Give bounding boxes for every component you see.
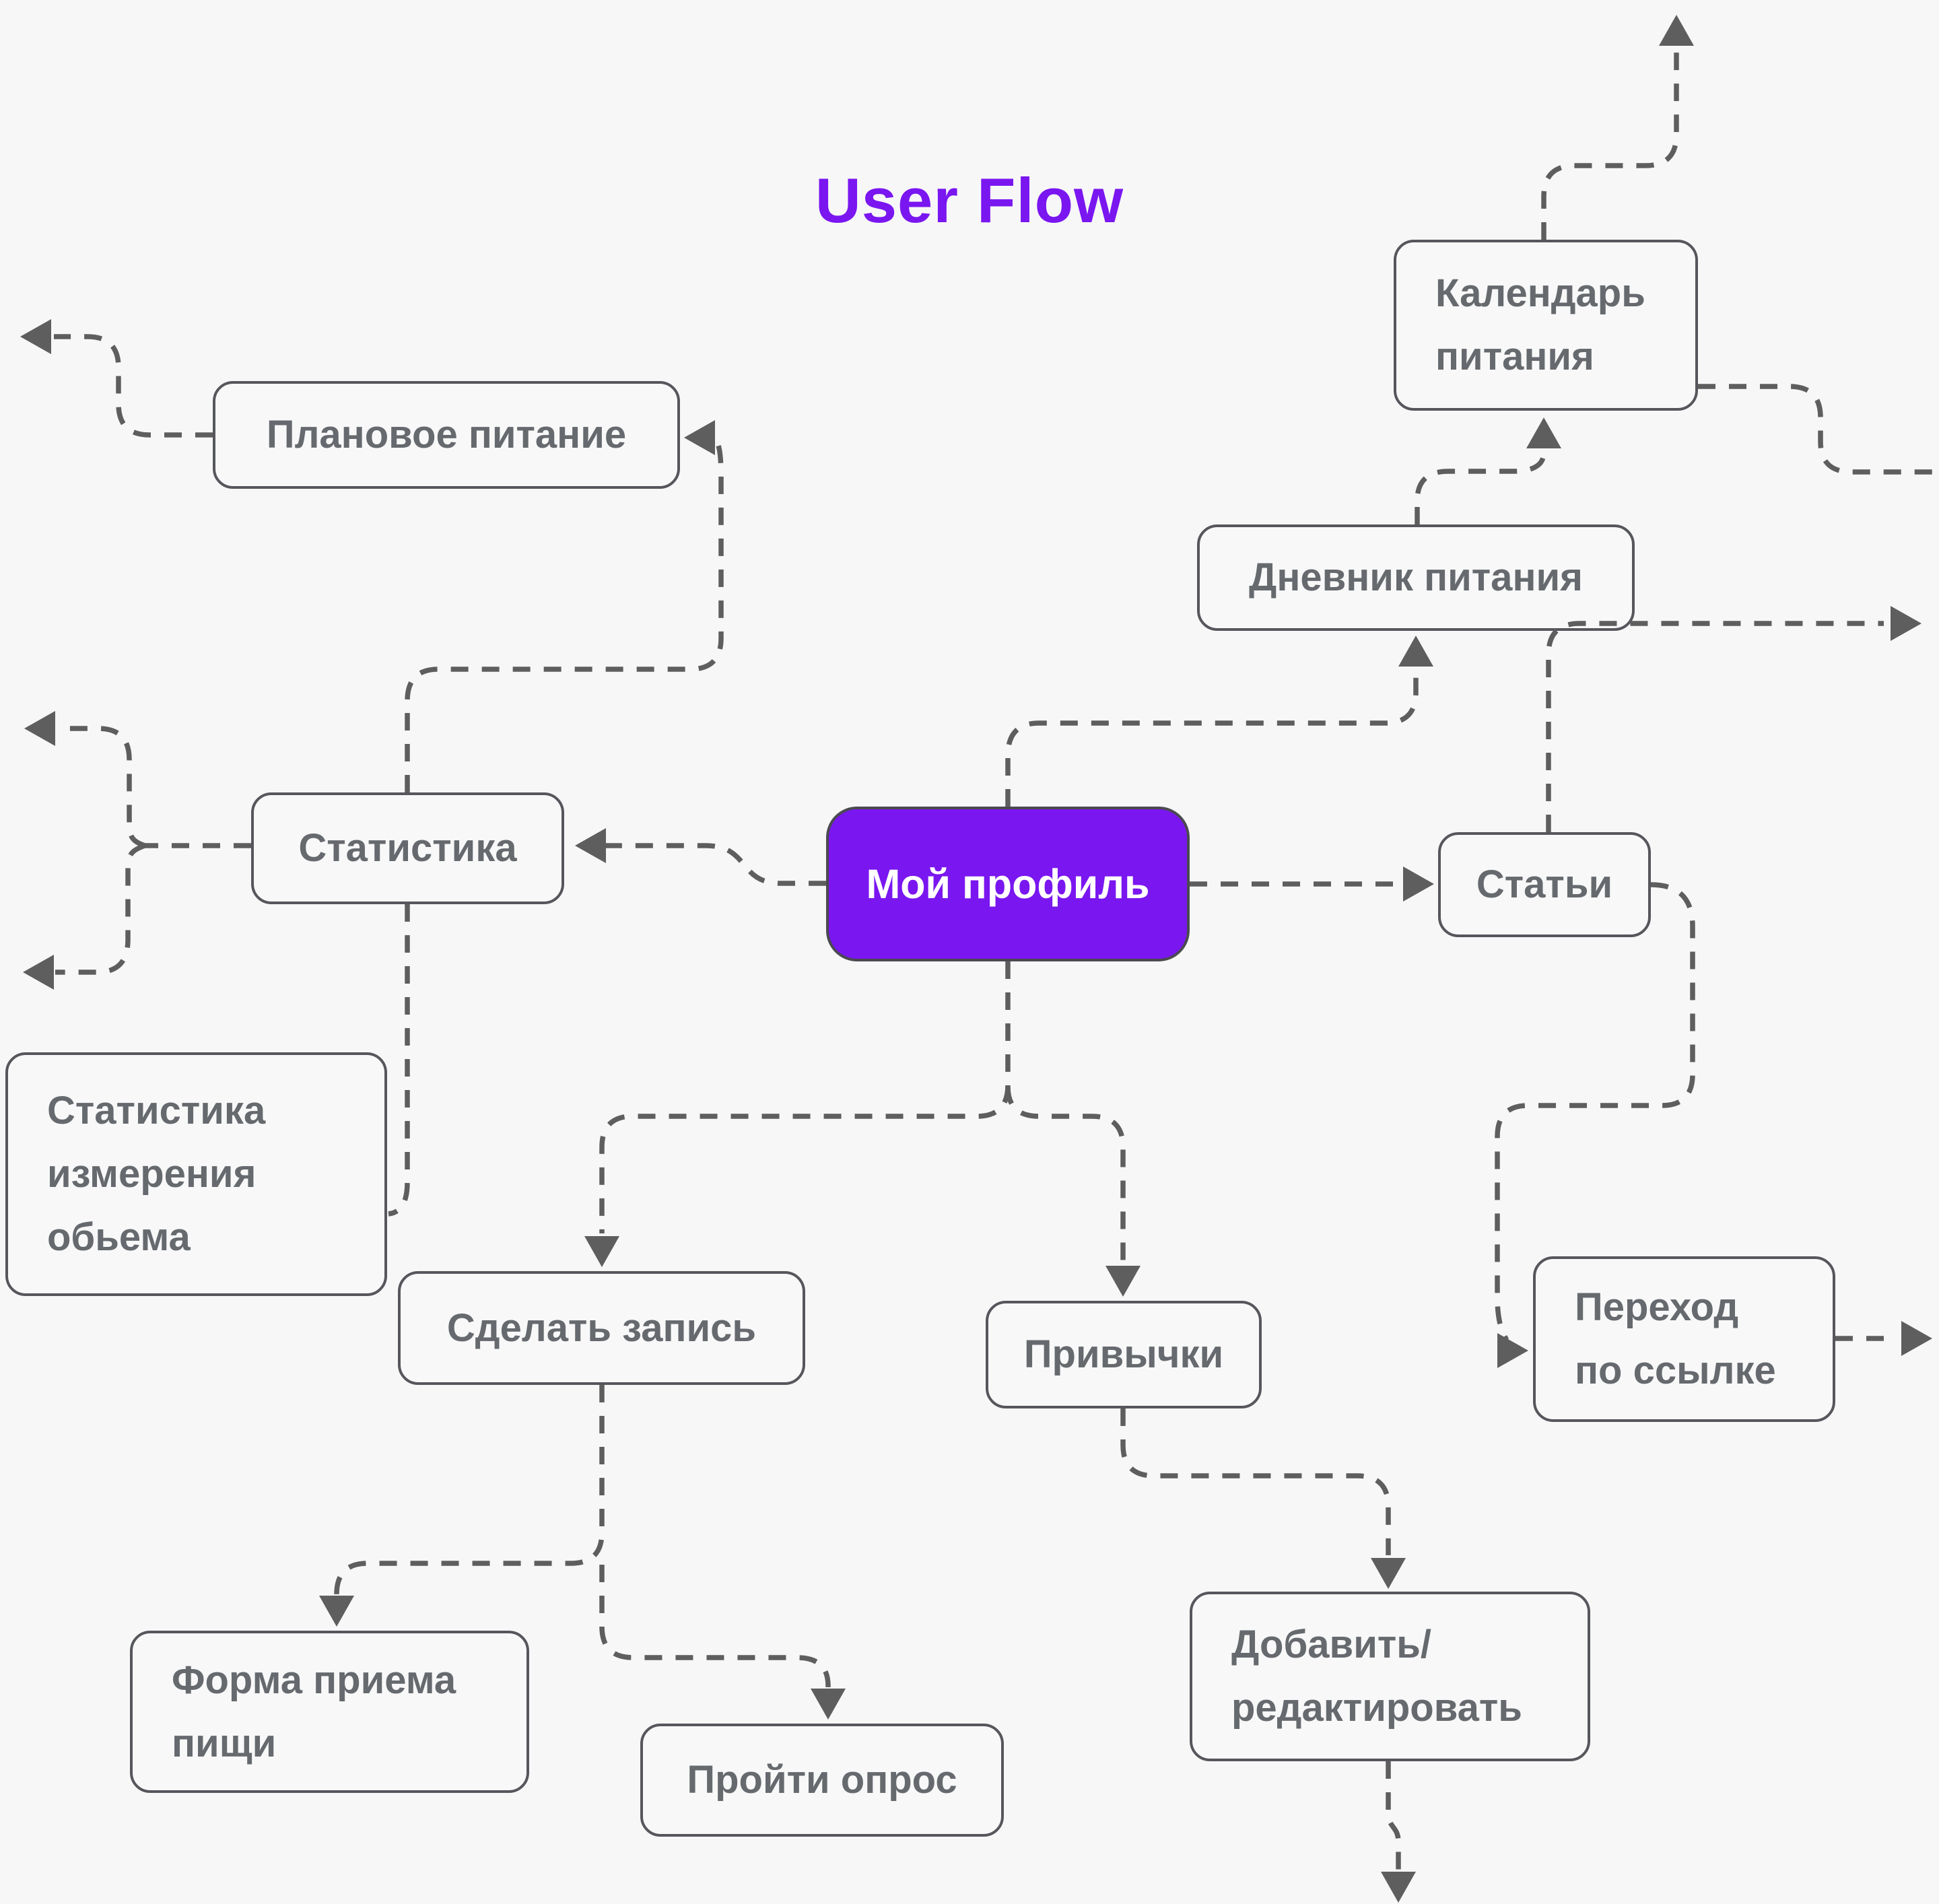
arrowhead-right-edge-lower — [1901, 1321, 1932, 1356]
edge-statistics-to-planned-meals — [405, 437, 724, 792]
edge-make-record-to-survey — [599, 1565, 831, 1687]
node-label: Пройти опрос — [687, 1758, 957, 1802]
edge-habits-to-add-edit — [1120, 1408, 1391, 1555]
arrowhead-right-edge-upper — [1891, 606, 1921, 641]
edge-food-diary-to-meal-calendar — [1415, 450, 1546, 524]
arrowhead-left-edge-top — [20, 319, 51, 354]
node-add-edit: Добавить/ редактировать — [1190, 1592, 1590, 1761]
edge-profile-split-to-habits — [1005, 1086, 1126, 1263]
node-label: Привычки — [1023, 1332, 1224, 1377]
node-articles: Статьи — [1438, 832, 1651, 937]
edge-profile-to-food-diary — [1005, 668, 1419, 807]
edge-planned-meals-to-left-edge — [54, 334, 213, 438]
arrowhead-into-habits — [1105, 1266, 1141, 1297]
node-label: Добавить/ редактировать — [1231, 1623, 1522, 1730]
arrowhead-left-edge-upper — [24, 711, 55, 746]
arrowhead-into-follow-link — [1497, 1333, 1528, 1368]
edge-make-record-to-meal-form — [334, 1385, 605, 1596]
node-label: Статистика измерения обьема — [47, 1089, 266, 1259]
arrowhead-left-edge-lower — [23, 955, 54, 990]
arrowhead-into-statistics — [575, 828, 606, 863]
arrowhead-into-add-edit — [1371, 1558, 1406, 1589]
node-meal-calendar: Календарь питания — [1394, 240, 1698, 411]
node-follow-link: Переход по ссылке — [1533, 1256, 1835, 1422]
node-make-record: Сделать запись — [398, 1271, 805, 1385]
node-planned-meals: Плановое питание — [213, 381, 680, 489]
edge-statistics-fork-up — [57, 726, 146, 848]
node-label: Статистика — [298, 826, 517, 871]
arrowhead-into-make-record — [584, 1236, 619, 1267]
node-label: Переход по ссылке — [1575, 1285, 1776, 1392]
node-label: Календарь питания — [1435, 271, 1645, 378]
node-label: Дневник питания — [1249, 555, 1583, 600]
node-my-profile: Мой профиль — [826, 807, 1190, 961]
node-habits: Привычки — [986, 1301, 1262, 1408]
node-volume-stats: Статистика измерения обьема — [5, 1052, 387, 1296]
page-title: User Flow — [815, 165, 1124, 236]
node-label: Форма приема пищи — [172, 1658, 456, 1765]
node-label: Плановое питание — [266, 413, 627, 457]
edge-profile-to-statistics — [606, 843, 826, 886]
arrowhead-into-articles — [1403, 866, 1434, 902]
node-survey: Пройти опрос — [640, 1724, 1004, 1837]
arrowhead-into-meal-calendar — [1526, 417, 1561, 448]
node-food-diary: Дневник питания — [1197, 524, 1635, 631]
arrowhead-into-planned-meals — [684, 420, 715, 455]
node-label: Мой профиль — [866, 860, 1150, 907]
node-label: Сделать запись — [446, 1305, 757, 1350]
node-meal-form: Форма приема пищи — [130, 1631, 529, 1793]
arrowhead-into-survey — [811, 1689, 846, 1720]
arrowhead-bottom-edge — [1381, 1872, 1416, 1903]
edge-articles-top-to-right-edge — [1546, 621, 1884, 832]
edge-statistics-fork-down — [55, 843, 146, 975]
arrowhead-top-edge — [1659, 15, 1694, 46]
arrowhead-into-meal-form — [319, 1596, 354, 1627]
node-label: Статьи — [1476, 862, 1613, 907]
edge-meal-calendar-to-right-edge — [1698, 384, 1939, 475]
edge-add-edit-to-bottom-edge — [1386, 1761, 1401, 1870]
edge-profile-to-make-record — [599, 961, 1011, 1233]
edge-statistics-to-volume-stats — [388, 904, 410, 1217]
arrowhead-into-food-diary — [1398, 636, 1433, 667]
node-statistics: Статистика — [251, 792, 564, 904]
